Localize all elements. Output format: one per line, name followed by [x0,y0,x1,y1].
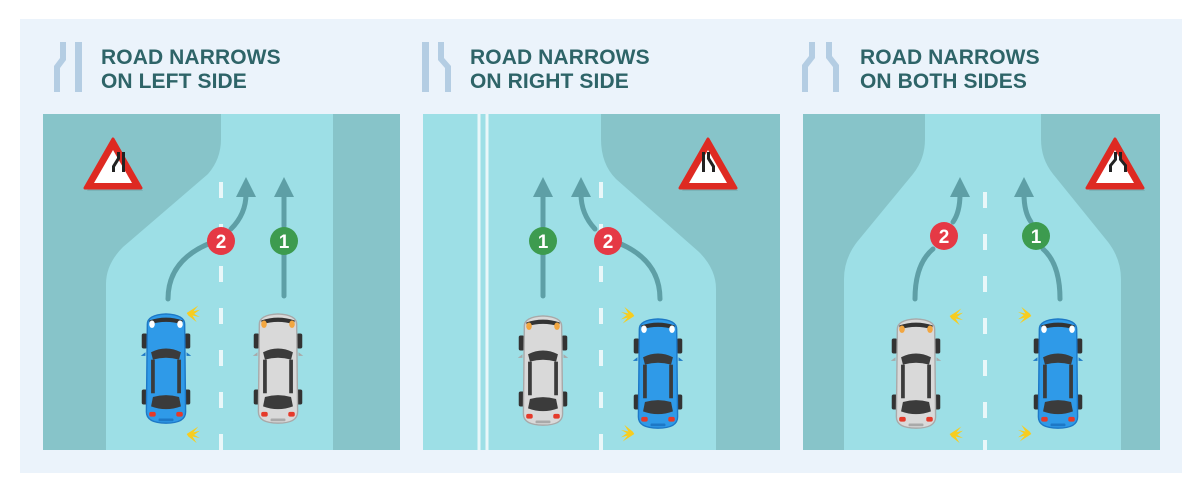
silver-car [252,313,304,424]
road-narrows-right-icon [422,42,451,92]
road-narrows-left-warning-sign [83,137,145,193]
marker-1: 1 [270,227,298,255]
panel-title: ROAD NARROWS ON LEFT SIDE [101,46,281,94]
svg-text:2: 2 [216,232,227,253]
marker-1: 1 [529,227,557,255]
svg-text:1: 1 [1031,227,1042,248]
road-narrows-left-icon [54,42,82,92]
edge-lines [477,114,489,450]
yield-path-arrow [578,191,663,302]
panel-road-narrows-right: ROAD NARROWS ON RIGHT SIDE [422,19,780,473]
panel-road-narrows-left: ROAD NARROWS ON LEFT SIDE [43,19,400,473]
title-line-1: ROAD NARROWS [101,46,281,69]
marker-1: 1 [1022,222,1050,250]
panel-header: ROAD NARROWS ON LEFT SIDE [43,19,400,114]
marker-2: 2 [594,227,622,255]
svg-text:1: 1 [538,232,549,253]
road-scene: 2 1 [803,114,1160,450]
panel-road-narrows-both: ROAD NARROWS ON BOTH SIDES [802,19,1160,473]
panel-title: ROAD NARROWS ON BOTH SIDES [860,46,1040,94]
svg-text:1: 1 [279,232,290,253]
verge [601,114,780,450]
panel-header: ROAD NARROWS ON BOTH SIDES [802,19,1160,114]
road-narrows-right-warning-sign [678,137,740,193]
title-line-1: ROAD NARROWS [860,46,1040,69]
yield-path-arrow [165,191,249,302]
title-line-1: ROAD NARROWS [470,46,650,69]
svg-text:2: 2 [939,227,950,248]
panel-header: ROAD NARROWS ON RIGHT SIDE [422,19,780,114]
title-line-2: ON LEFT SIDE [101,70,247,93]
silver-car [517,315,569,426]
road-narrows-both-warning-sign [1085,137,1147,193]
infographic-frame: ROAD NARROWS ON LEFT SIDE [20,19,1182,473]
title-line-2: ON BOTH SIDES [860,70,1027,93]
road-scene: 1 2 [423,114,780,450]
panel-title: ROAD NARROWS ON RIGHT SIDE [470,46,650,94]
marker-2: 2 [930,222,958,250]
svg-text:2: 2 [603,232,614,253]
road-narrows-both-icon [802,42,839,92]
marker-2: 2 [207,227,235,255]
title-line-2: ON RIGHT SIDE [470,70,629,93]
road-scene: 2 1 [43,114,400,450]
